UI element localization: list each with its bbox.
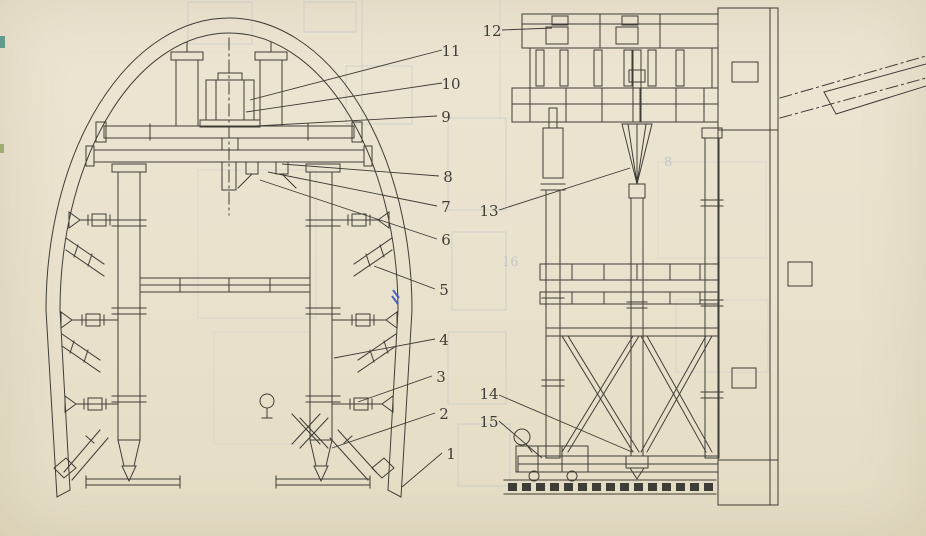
front-post: [540, 107, 566, 459]
top-gantry: [521, 13, 719, 89]
mid-cross-beam: [139, 277, 311, 293]
rear-post: [700, 127, 724, 459]
bottom-diagonal-jack-left: [53, 429, 109, 481]
callout-2: 2: [331, 405, 449, 449]
platform-beam: [85, 145, 373, 191]
callout-label-1: 1: [446, 445, 456, 463]
drive-bogie: [513, 428, 589, 482]
callout-label-6: 6: [441, 231, 451, 249]
truss-bracing: [561, 335, 713, 453]
side-screw-jacks-left: [60, 211, 119, 413]
callout-7: 7: [267, 171, 451, 216]
callout-13: 13: [479, 167, 631, 220]
callout-label-13: 13: [479, 202, 498, 220]
bottom-diagonal-jack-right: [329, 429, 395, 481]
callout-11: 11: [249, 42, 461, 101]
bleed-number-16: 16: [502, 255, 519, 270]
callout-label-7: 7: [441, 198, 451, 216]
edge-speck-2: [0, 144, 4, 153]
wall-braces-left: [61, 237, 105, 373]
callout-label-10: 10: [441, 75, 460, 93]
callout-9: 9: [255, 108, 451, 127]
rail-track: [503, 479, 717, 495]
callout-1: 1: [401, 445, 456, 488]
callout-label-8: 8: [443, 168, 453, 186]
callout-label-5: 5: [439, 281, 449, 299]
callouts: 11 10 9 8 7 6 5 4: [245, 22, 633, 488]
boom-dashdot-lines: [779, 55, 926, 119]
callout-4: 4: [333, 331, 449, 359]
wall-braces-right: [353, 237, 397, 373]
cross-section-view: [45, 17, 413, 498]
callout-15: 15: [479, 413, 543, 459]
gauge-and-linkage: [259, 393, 329, 449]
callout-label-2: 2: [439, 405, 449, 423]
callout-8: 8: [281, 163, 453, 186]
callout-6: 6: [259, 179, 451, 249]
deck-slab: [511, 87, 719, 123]
callout-3: 3: [357, 368, 446, 403]
callout-label-14: 14: [479, 385, 498, 403]
blue-ink-mark: [391, 289, 400, 305]
callout-label-4: 4: [439, 331, 449, 349]
callout-label-3: 3: [436, 368, 446, 386]
side-screw-jacks-right: [331, 211, 398, 413]
callout-10: 10: [245, 75, 461, 113]
leg-base-plates: [85, 475, 371, 489]
right-main-leg: [305, 163, 341, 483]
middle-post-with-funnel: [621, 49, 653, 480]
scan-marks: [0, 36, 400, 305]
left-main-leg: [111, 163, 147, 483]
callout-label-15: 15: [479, 413, 498, 431]
callout-5: 5: [373, 265, 449, 299]
edge-speck-1: [0, 36, 5, 48]
callout-label-9: 9: [441, 108, 451, 126]
callout-14: 14: [479, 385, 633, 453]
callout-label-12: 12: [482, 22, 501, 40]
callout-12: 12: [482, 22, 553, 40]
bleed-number-8: 8: [664, 155, 672, 170]
background-bleed: 16 8: [187, 0, 769, 487]
tunnel-lining: [45, 17, 413, 498]
callout-label-11: 11: [441, 42, 460, 60]
side-elevation-view: [503, 7, 926, 506]
rear-tower: [717, 7, 813, 506]
upper-arch-beam: [95, 121, 363, 151]
